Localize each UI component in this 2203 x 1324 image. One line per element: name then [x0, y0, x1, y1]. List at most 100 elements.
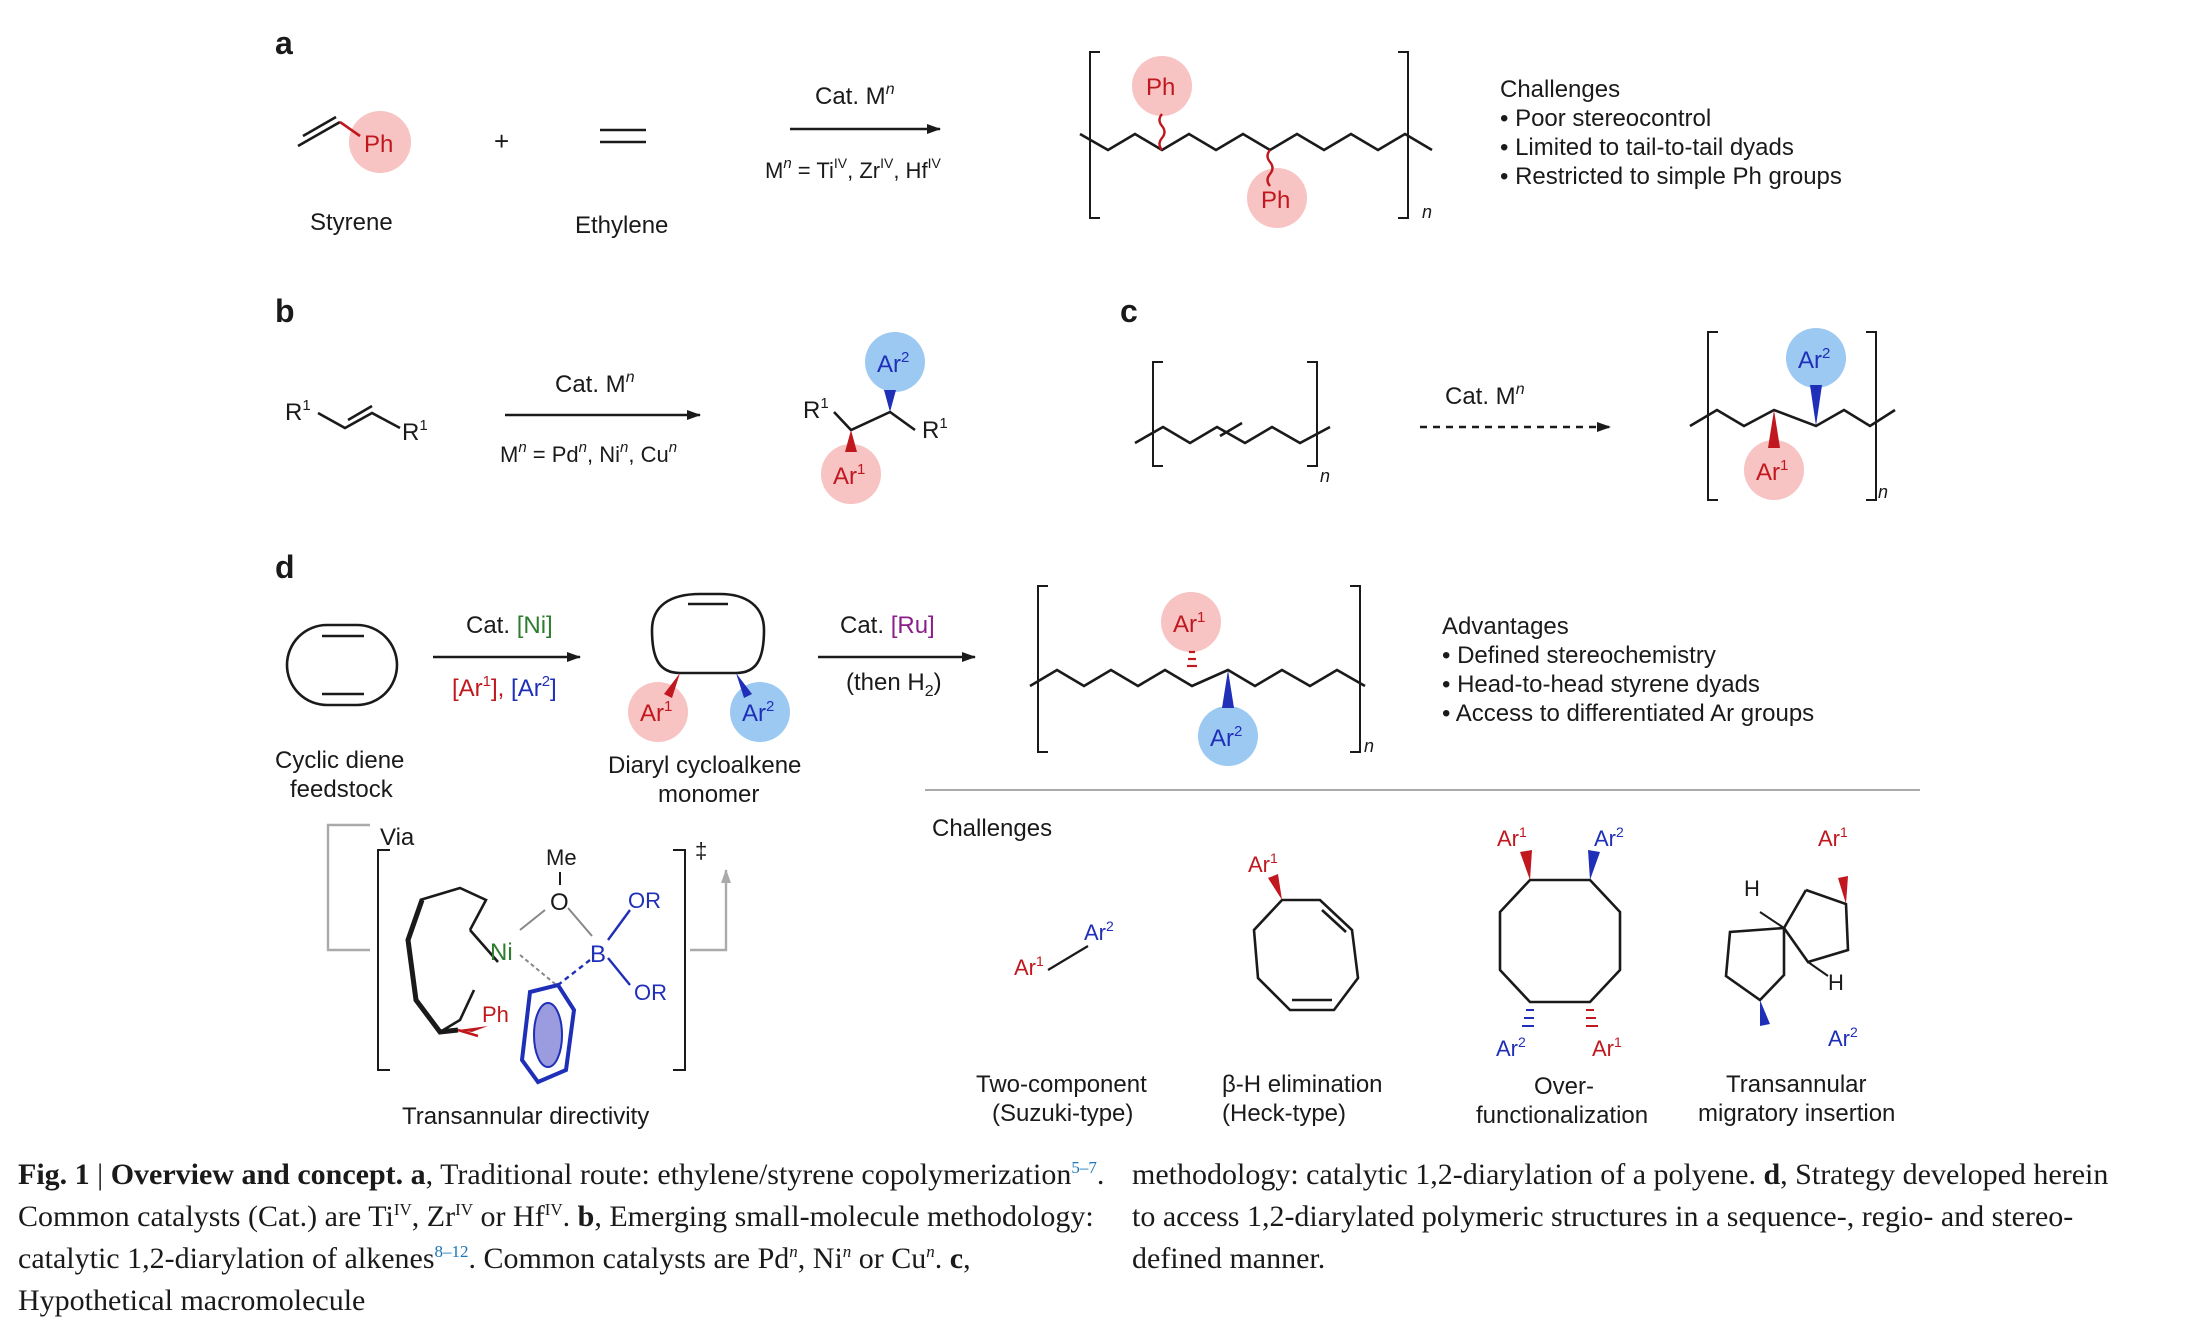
advantages-d: Advantages • Defined stereochemistry • H… — [1442, 613, 1814, 727]
challenge-two-component: Ar1 Ar2 Two-component (Suzuki-type) — [976, 918, 1147, 1127]
diaryl-monomer: Ar1 Ar2 Diaryl cycloalkene monomer — [608, 592, 801, 808]
ar2-highlight-c — [1786, 328, 1846, 388]
panel-b: b R1 R1 Cat. Mn Mn = Pdn, Nin, Cun R1 R1… — [275, 293, 948, 504]
caption-dot: . — [562, 1200, 578, 1233]
ch3-ar1-top: Ar1 — [1497, 824, 1527, 851]
advantage-1: • Defined stereochemistry — [1442, 642, 1716, 669]
caption-fig-number: Fig. 1 — [18, 1158, 90, 1191]
styrene-structure: Ph Styrene — [297, 111, 411, 236]
metal-list-b: Mn = Pdn, Nin, Cun — [500, 439, 677, 467]
caption-c-text: , Hypothetical macromolecule — [18, 1242, 971, 1317]
ch4-ar1: Ar1 — [1818, 824, 1848, 851]
caption-right-line-1: methodology: catalytic 1,2-diarylation o… — [1132, 1154, 2192, 1196]
advantage-3: • Access to differentiated Ar groups — [1442, 700, 1814, 727]
ar1-highlight-monomer — [628, 682, 688, 742]
caption-line-1: Fig. 1 | Overview and concept. a, Tradit… — [18, 1154, 1108, 1322]
ph-highlight-top — [1132, 56, 1192, 116]
ch1-label-2: (Suzuki-type) — [992, 1100, 1133, 1127]
challenges-d-title: Challenges — [932, 815, 1052, 842]
caption-right-line-3: defined manner. — [1132, 1242, 1326, 1275]
caption-cu: or Cu — [851, 1242, 927, 1275]
ar1-label-b: Ar1 — [833, 461, 865, 490]
caption-right-1a: methodology: catalytic 1,2-diarylation o… — [1132, 1158, 1764, 1191]
challenges-d: Challenges Ar1 Ar2 Two-component (Suzuki… — [932, 815, 1895, 1129]
polymer-d: Ar1 Ar2 n — [1029, 585, 1374, 766]
plus-sign: + — [494, 126, 509, 156]
caption-ref-1[interactable]: 5–7 — [1071, 1158, 1097, 1177]
challenge-a-1: • Poor stereocontrol — [1500, 105, 1711, 132]
ar1-label-c: Ar1 — [1756, 457, 1788, 486]
ch3-label-2: functionalization — [1476, 1102, 1648, 1129]
ch4-h-bottom: H — [1828, 970, 1844, 995]
ch3-ar2-top: Ar2 — [1594, 824, 1624, 851]
ar1-label-monomer: Ar1 — [640, 698, 672, 727]
caption-or: or Hf — [473, 1200, 545, 1233]
polymer-a: Ph Ph n — [1079, 51, 1433, 228]
ar2-label-monomer: Ar2 — [742, 698, 774, 727]
ch2-ar1: Ar1 — [1248, 850, 1278, 877]
caption-d-letter: d — [1763, 1158, 1781, 1191]
b-label: B — [590, 941, 606, 968]
styrene-label: Styrene — [310, 209, 393, 236]
feedstock-label-1: Cyclic diene — [275, 747, 404, 774]
panel-d-letter: d — [275, 549, 295, 585]
r1-left: R1 — [285, 397, 311, 426]
caption-b-letter: b — [577, 1200, 595, 1233]
caption-right-line-2: to access 1,2-diarylated polymeric struc… — [1132, 1200, 2074, 1233]
ch3-ar2-bottom: Ar2 — [1496, 1034, 1526, 1061]
ethylene-structure: Ethylene — [575, 128, 668, 239]
cyclic-diene: Cyclic diene feedstock — [275, 623, 404, 803]
caption-b-text: , Emerging small-molecule methodology: c… — [18, 1200, 1094, 1275]
r1-right: R1 — [402, 417, 428, 446]
cat-ru-label: Cat. [Ru] — [840, 612, 935, 639]
challenge-beta-h: Ar1 β-H elimination (Heck-type) — [1222, 850, 1383, 1127]
dagger-symbol: ‡ — [695, 838, 707, 863]
panel-c-letter: c — [1120, 293, 1138, 329]
ni-label: Ni — [490, 939, 513, 966]
n-subscript-c2: n — [1878, 482, 1888, 502]
caption-ref-2[interactable]: 8–12 — [434, 1242, 469, 1261]
ch2-label-1: β-H elimination — [1222, 1071, 1383, 1098]
ethylene-label: Ethylene — [575, 212, 668, 239]
ph-top-label: Ph — [1146, 74, 1175, 101]
then-h2-label: (then H2) — [846, 669, 942, 700]
challenge-a-3: • Restricted to simple Ph groups — [1500, 163, 1842, 190]
advantage-2: • Head-to-head styrene dyads — [1442, 671, 1760, 698]
challenges-a-title: Challenges — [1500, 76, 1620, 103]
caption-after-ref1: . Common catalysts (Cat.) are Ti — [18, 1158, 1105, 1233]
caption-dot-2: . — [934, 1242, 950, 1275]
caption-sup-3: IV — [544, 1200, 563, 1219]
cat-label-c: Cat. Mn — [1445, 381, 1525, 410]
caption-zr: , Zr — [411, 1200, 456, 1233]
via-label: Via — [380, 824, 415, 851]
ar1-highlight-polymer — [1161, 592, 1221, 652]
caption-right: methodology: catalytic 1,2-diarylation o… — [1132, 1154, 2192, 1280]
polyene-c: n — [1134, 361, 1331, 486]
aryl-reagents-label: [Ar1], [Ar2] — [452, 673, 557, 702]
ar1-highlight-c — [1744, 440, 1804, 500]
ar2-label-b: Ar2 — [877, 349, 909, 378]
n-subscript-c: n — [1320, 466, 1330, 486]
monomer-label-2: monomer — [658, 781, 759, 808]
ch2-label-2: (Heck-type) — [1222, 1100, 1346, 1127]
monomer-label-1: Diaryl cycloalkene — [608, 752, 801, 779]
cat-label-b: Cat. Mn — [555, 369, 635, 398]
caption-title: Overview and concept. — [110, 1158, 404, 1191]
advantages-title: Advantages — [1442, 613, 1569, 640]
caption-sup-1: IV — [393, 1200, 412, 1219]
ph-highlight-bottom — [1247, 168, 1307, 228]
ar2-highlight-polymer — [1198, 706, 1258, 766]
cat-label-a: Cat. Mn — [815, 81, 895, 110]
metal-list-a: Mn = TiIV, ZrIV, HfIV — [765, 155, 941, 183]
caption-n-3: n — [926, 1242, 935, 1261]
panel-b-letter: b — [275, 293, 295, 329]
ar2-label-c: Ar2 — [1798, 345, 1830, 374]
ch1-ar1: Ar1 — [1014, 953, 1044, 980]
ch4-label-1: Transannular — [1726, 1071, 1867, 1098]
feedstock-label-2: feedstock — [290, 776, 394, 803]
or-bottom-label: OR — [634, 980, 667, 1005]
challenges-a: Challenges • Poor stereocontrol • Limite… — [1500, 76, 1842, 190]
alkene-b: R1 R1 — [285, 397, 428, 446]
panel-a: a Ph Styrene + Ethylene Cat. Mn Mn = TiI… — [275, 25, 1842, 239]
